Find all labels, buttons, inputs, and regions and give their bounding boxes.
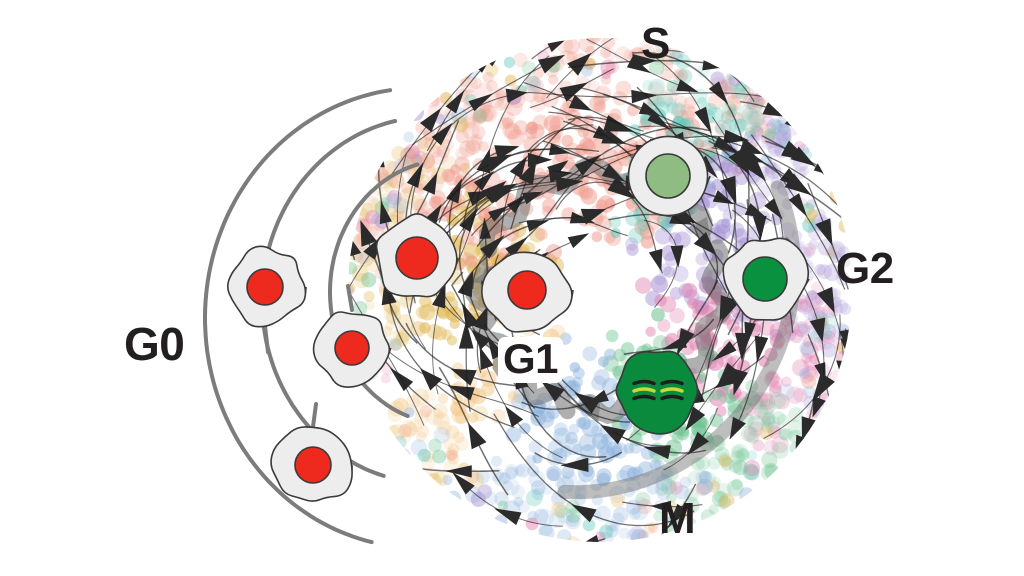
cell-icon-m-cell [615,350,700,435]
phase-label-g1: G1 [498,337,564,383]
cell-icon-g0-cell-lower [270,426,353,502]
phase-label-m: M [659,494,696,543]
cell-icon-g1-cell-upper [375,213,459,298]
cell-membrane [615,350,700,435]
phase-label-g2: G2 [836,244,894,293]
cell-icon-g0-cell-outer [226,245,307,328]
cell-icon-g1-cell-main [481,251,574,333]
arc-inner [328,162,420,418]
cell-icon-g1-cell-left [312,311,392,388]
phase-label-g0: G0 [124,318,185,370]
phase-label-s: S [641,19,670,68]
cell-nucleus [742,256,788,302]
cell-nucleus [395,236,439,280]
cell-nucleus [507,270,547,310]
cell-icon-g2-cell [722,237,810,321]
cell-nucleus [246,268,284,306]
cell-icon-s-cell [627,135,711,217]
chromosomes-icon [632,379,684,401]
cell-nucleus [334,330,370,366]
cell-nucleus [294,446,332,484]
arc-outer [203,88,393,545]
cell-nucleus [645,153,691,199]
